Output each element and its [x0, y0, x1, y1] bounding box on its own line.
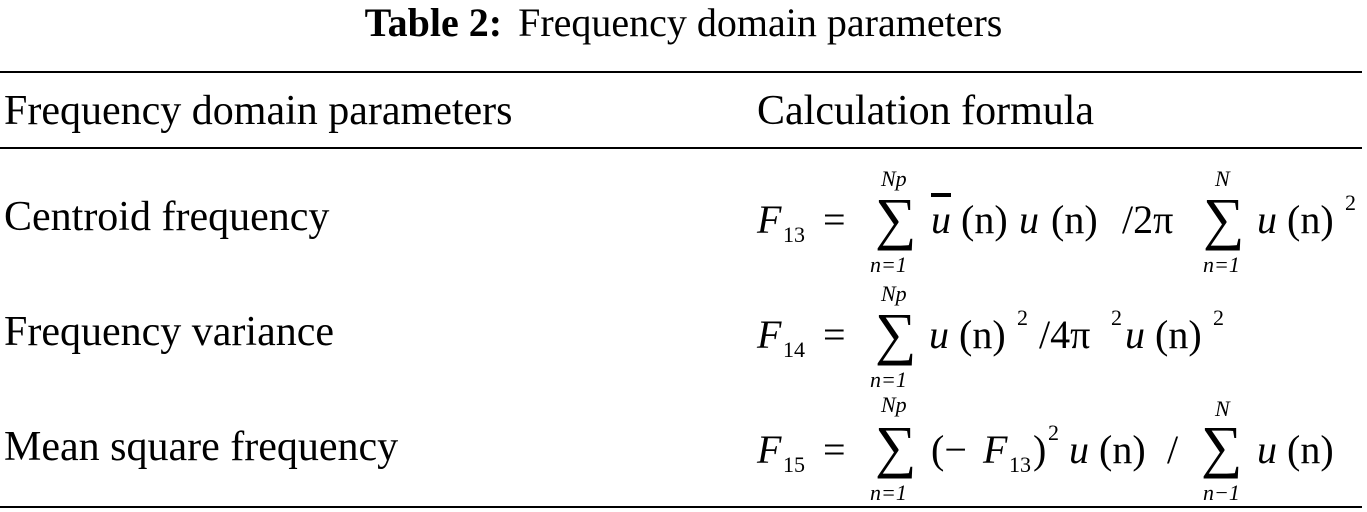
term-arg: (n): [959, 312, 1006, 357]
sum1-sigma: ∑: [875, 186, 917, 251]
term-u: u: [1019, 197, 1039, 242]
term-u: u: [1069, 427, 1089, 472]
paren-open: (−: [931, 427, 967, 472]
divider-sup: 2: [1111, 305, 1122, 330]
row-label-mean-square: Mean square frequency: [4, 424, 399, 470]
bottom-rule: [0, 506, 1362, 508]
sum1-lower: n=1: [870, 252, 907, 277]
paren-close: ): [1033, 427, 1047, 472]
sum2-upper: N: [1215, 396, 1230, 421]
term2-u: u: [1125, 312, 1145, 357]
header-formula: Calculation formula: [757, 88, 1095, 134]
inner-f: F: [983, 427, 1008, 472]
formula-lhs-sub: 13: [783, 222, 805, 247]
formula-equals: =: [823, 312, 846, 357]
sum1-sigma: ∑: [875, 414, 917, 479]
term2-sup: 2: [1213, 305, 1224, 330]
formula-lhs-sub: 14: [783, 337, 805, 362]
formula-variance: F 14 = Np ∑ n=1 u (n) 2 /4π 2 u (n) 2: [757, 283, 1237, 395]
sum1-lower: n=1: [870, 367, 907, 392]
term-arg: (n): [1099, 427, 1146, 472]
sum2-lower: n=1: [1203, 252, 1240, 277]
divider: /: [1167, 427, 1179, 472]
term2-u: u: [1257, 197, 1277, 242]
term-ubar: u: [931, 197, 951, 242]
sum1-upper: Np: [881, 281, 907, 306]
formula-mean-square: F 15 = Np ∑ n=1 (− F 13 ) 2 u (n) / N ∑ …: [757, 394, 1347, 506]
row-label-variance: Frequency variance: [4, 309, 334, 355]
formula-lhs: F: [757, 427, 782, 472]
caption-text: Frequency domain parameters: [518, 0, 1003, 45]
term-sup: 2: [1017, 305, 1028, 330]
header-rule: [0, 147, 1362, 149]
formula-lhs: F: [757, 197, 782, 242]
caption-label: Table 2:: [364, 0, 503, 45]
term2-arg: (n): [1155, 312, 1202, 357]
table-caption: Table 2: Frequency domain parameters: [0, 0, 1367, 46]
term-arg2: (n): [1051, 197, 1098, 242]
sum2-upper: N: [1215, 166, 1230, 191]
term2-sup: 2: [1345, 190, 1356, 215]
formula-centroid: F 13 = Np ∑ n=1 u (n) u (n) /2π N ∑ n=1 …: [757, 168, 1362, 280]
divider: /2π: [1122, 197, 1174, 242]
inner-sup: 2: [1048, 420, 1059, 445]
divider: /4π: [1039, 312, 1091, 357]
sum2-lower: n−1: [1203, 480, 1240, 505]
inner-sub: 13: [1009, 452, 1031, 477]
formula-lhs-sub: 15: [783, 452, 805, 477]
sum2-sigma: ∑: [1203, 186, 1245, 251]
sum2-sigma: ∑: [1201, 414, 1243, 479]
term-u: u: [929, 312, 949, 357]
formula-equals: =: [823, 427, 846, 472]
header-parameters: Frequency domain parameters: [4, 88, 513, 134]
row-label-centroid: Centroid frequency: [4, 194, 330, 240]
formula-lhs: F: [757, 312, 782, 357]
term2-arg: (n): [1287, 197, 1334, 242]
term2-arg: (n): [1287, 427, 1334, 472]
sum1-upper: Np: [881, 166, 907, 191]
sum1-upper: Np: [881, 392, 907, 417]
sum1-sigma: ∑: [875, 301, 917, 366]
formula-equals: =: [823, 197, 846, 242]
top-rule: [0, 71, 1362, 73]
sum1-lower: n=1: [870, 480, 907, 505]
term-arg: (n): [961, 197, 1008, 242]
term2-u: u: [1257, 427, 1277, 472]
